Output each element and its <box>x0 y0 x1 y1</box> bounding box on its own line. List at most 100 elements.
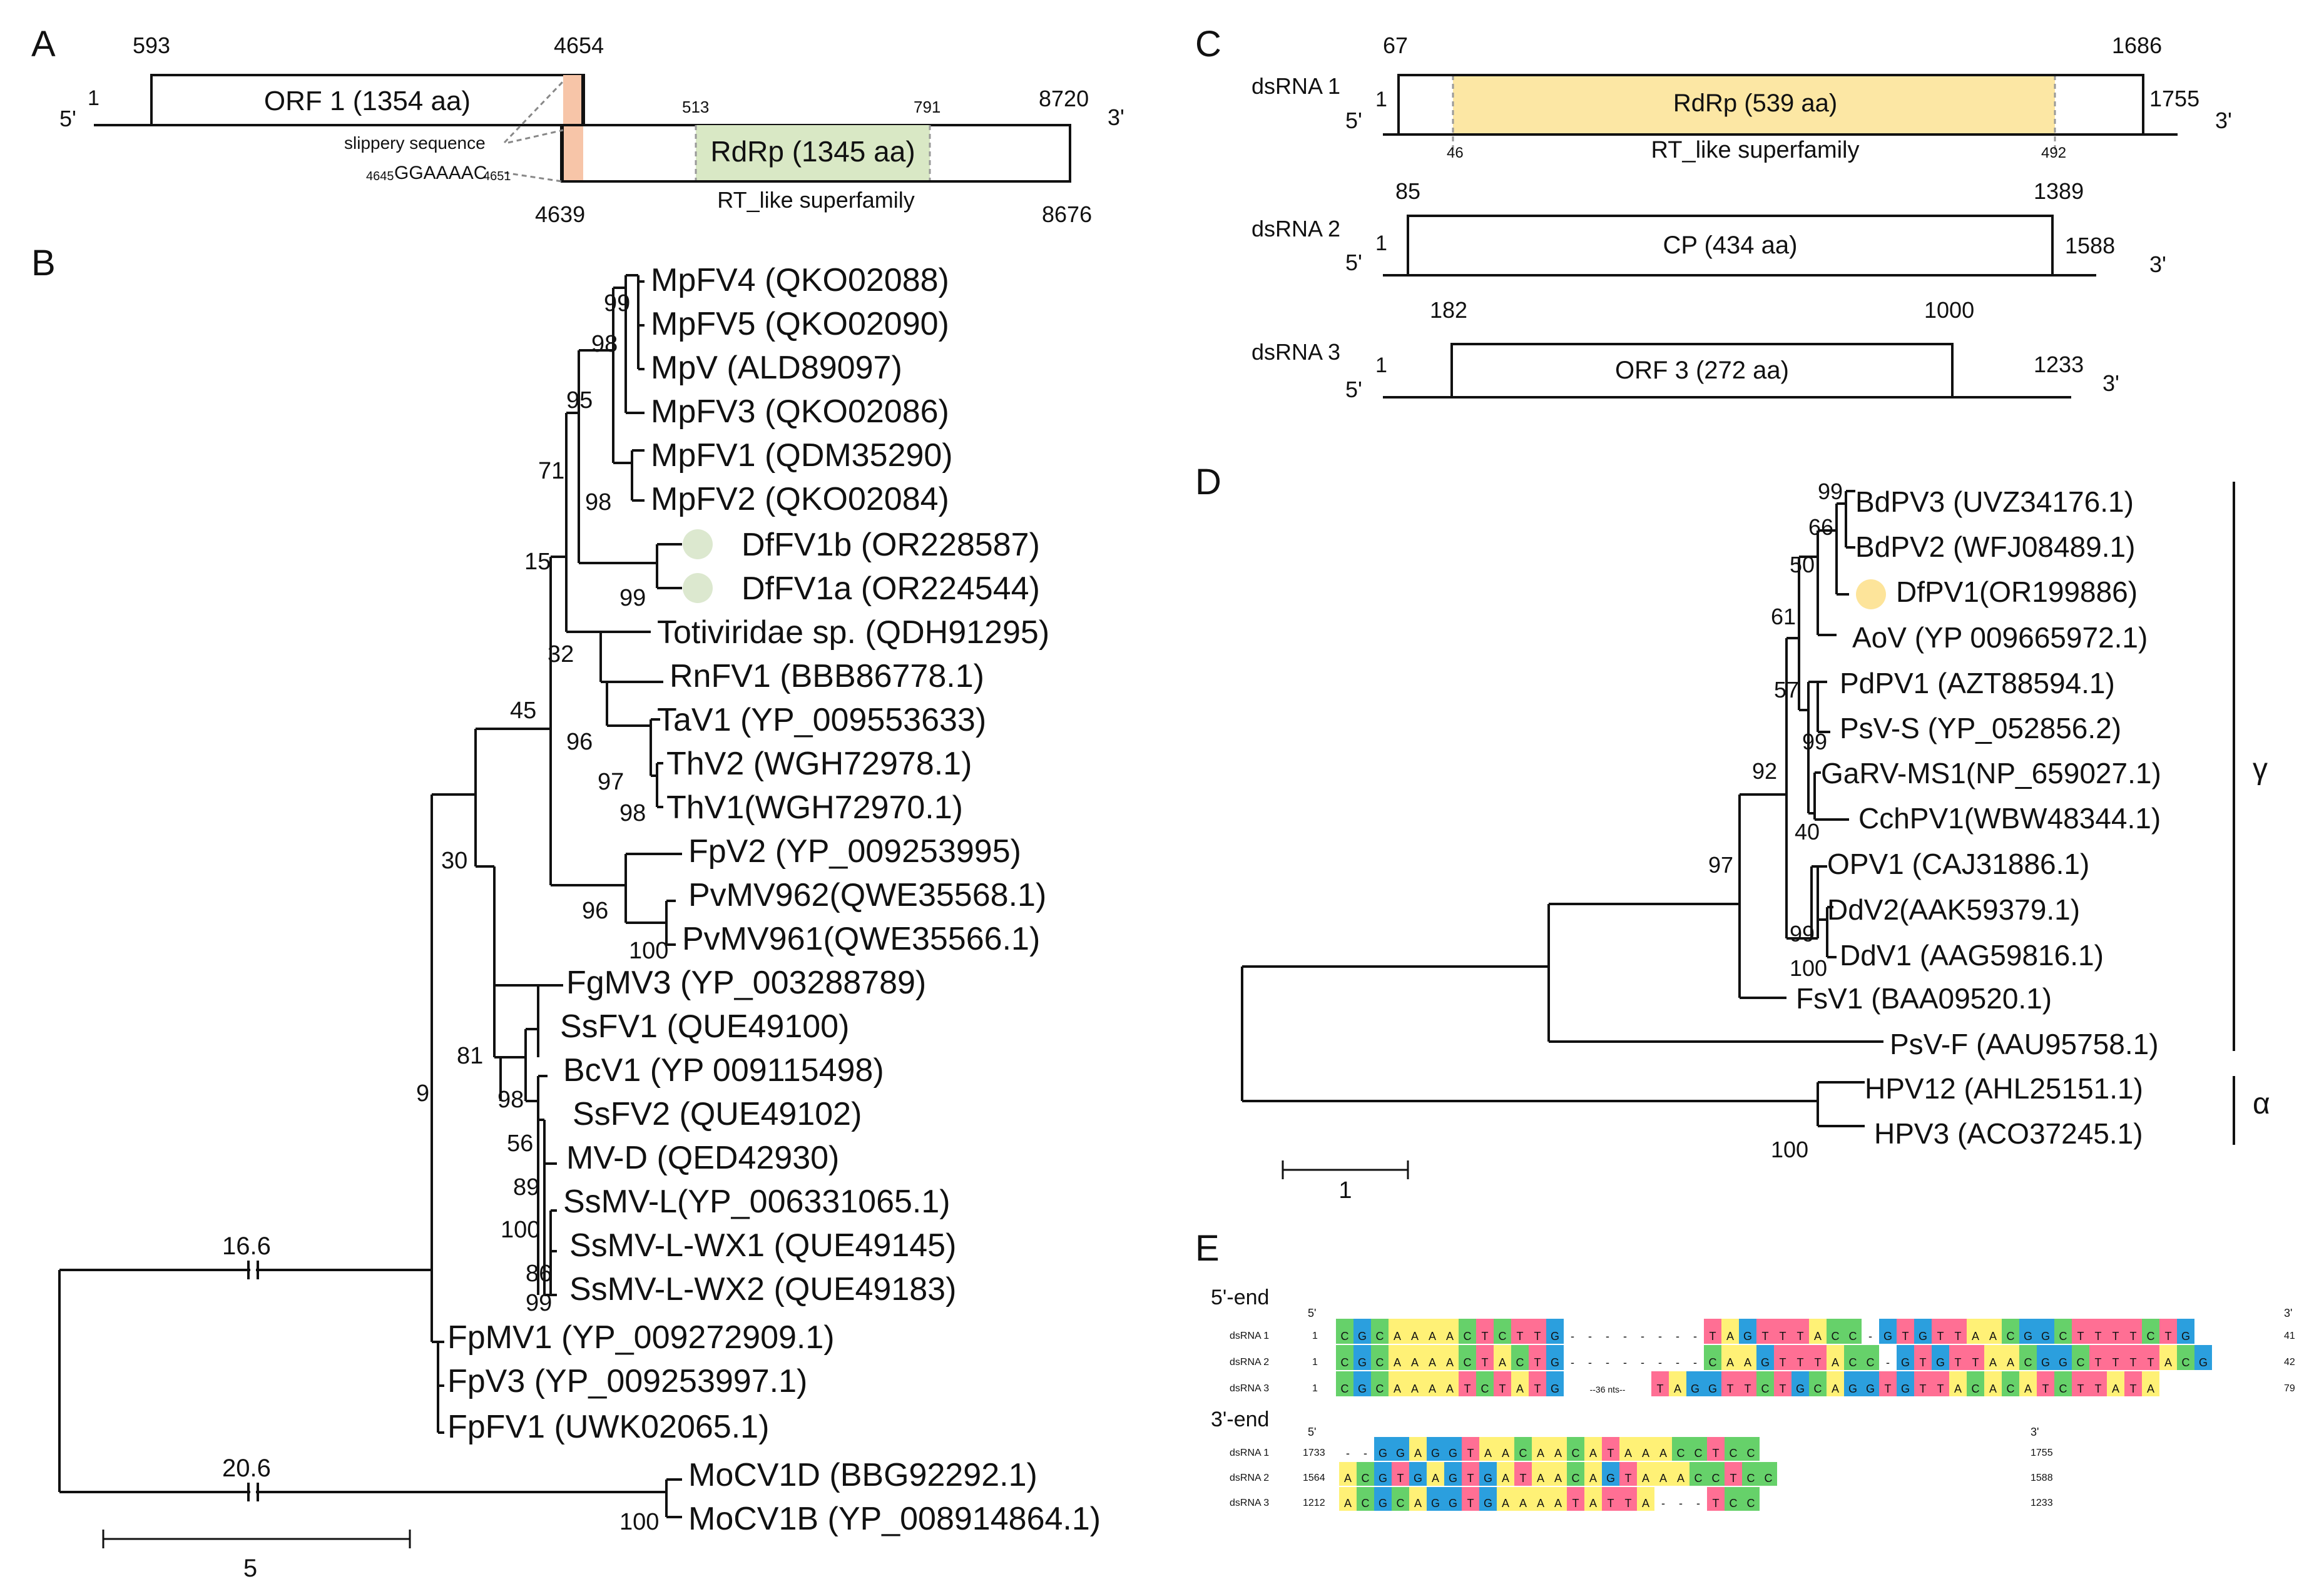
nucleotide-char: A <box>2112 1383 2119 1395</box>
b-taxon: DfFV1b (OR228587) <box>742 527 1040 563</box>
b-fp-group <box>432 1341 439 1433</box>
nucleotide-char: T <box>1797 1356 1804 1369</box>
nucleotide-cell <box>1619 1462 1637 1486</box>
nucleotide-cell <box>1654 1437 1672 1461</box>
panel-a: A 5' 1 593 4654 8720 3' 513 791 ORF 1 (1… <box>31 24 1124 227</box>
nucleotide-cell <box>1827 1345 1844 1370</box>
nucleotide-cell <box>1739 1319 1756 1344</box>
nucleotide-char: T <box>1815 1356 1822 1369</box>
nucleotide-char: A <box>1744 1356 1751 1369</box>
nucleotide-cell <box>1584 1487 1602 1511</box>
e-top-end: 41 <box>2284 1331 2295 1341</box>
nucleotide-char: T <box>1625 1472 1632 1485</box>
nucleotide-char: A <box>2164 1356 2172 1369</box>
nucleotide-cell <box>1897 1345 1914 1370</box>
nucleotide-char: G <box>1761 1356 1770 1369</box>
seg3-start: 1 <box>1375 353 1387 377</box>
b-scale-bar <box>102 1530 411 1548</box>
e-bot-end: 1588 <box>2031 1473 2053 1483</box>
nucleotide-char: A <box>1394 1330 1401 1343</box>
nucleotide-char: T <box>1955 1330 1962 1343</box>
nucleotide-char: A <box>1726 1356 1734 1369</box>
nucleotide-char: G <box>1919 1330 1927 1343</box>
nucleotide-char: G <box>2041 1356 2050 1369</box>
nucleotide-char: T <box>2130 1383 2137 1395</box>
nucleotide-cell <box>1479 1462 1497 1486</box>
nucleotide-cell <box>1532 1462 1549 1486</box>
nucleotide-char: T <box>2095 1383 2102 1395</box>
nucleotide-char: A <box>1554 1472 1562 1485</box>
nucleotide-cell <box>1742 1487 1760 1511</box>
e-bot-start: 1564 <box>1303 1473 1325 1483</box>
d-node-dd <box>1817 865 1837 958</box>
nucleotide-char: T <box>1780 1330 1786 1343</box>
seg2-box <box>1407 215 2054 277</box>
b-support-value: 81 <box>457 1043 483 1069</box>
nucleotide-cell <box>1549 1462 1567 1486</box>
panel-b: B <box>31 243 1101 1582</box>
nucleotide-cell <box>1686 1371 1704 1396</box>
nucleotide-char: A <box>1726 1330 1734 1343</box>
b-taxon: MV-D (QED42930) <box>566 1140 839 1176</box>
e-bot-5p: 5' <box>1308 1426 1316 1438</box>
nucleotide-char: T <box>1902 1330 1909 1343</box>
slip-seq: GGAAAAC <box>394 163 487 183</box>
nucleotide-char: A <box>1516 1383 1524 1395</box>
nucleotide-char: A <box>1677 1472 1684 1485</box>
e-bot-rowname: dsRNA 1 <box>1230 1448 1269 1458</box>
nucleotide-char: T <box>1482 1330 1489 1343</box>
d-taxon: GaRV-MS1(NP_659027.1) <box>1821 757 2161 789</box>
nucleotide-cell <box>1602 1487 1619 1511</box>
b-support-value: 95 <box>566 387 593 414</box>
nucleotide-cell <box>2037 1319 2054 1344</box>
nucleotide-cell <box>1791 1345 1809 1370</box>
nucleotide-char: A <box>1814 1330 1822 1343</box>
nucleotide-cell <box>2072 1371 2089 1396</box>
b-support-value: 98 <box>585 489 611 515</box>
b-taxon: FpV3 (YP_009253997.1) <box>447 1363 807 1399</box>
d-taxon: HPV12 (AHL25151.1) <box>1865 1072 2143 1105</box>
nucleotide-cell <box>1514 1437 1532 1461</box>
nucleotide-cell <box>2072 1345 2089 1370</box>
b-taxon: FpV2 (YP_009253995) <box>688 833 1021 870</box>
nucleotide-cell <box>2159 1319 2177 1344</box>
nucleotide-char: - <box>1571 1330 1574 1343</box>
b-support-value: 30 <box>441 848 467 874</box>
b-support-value: 99 <box>619 585 646 611</box>
nucleotide-char: G <box>1358 1330 1367 1343</box>
nucleotide-cell <box>1862 1345 1879 1370</box>
nucleotide-cell <box>1809 1371 1827 1396</box>
seg2-orf-end: 1389 <box>2034 178 2084 204</box>
nucleotide-char: A <box>1429 1383 1436 1395</box>
b-taxon: FpFV1 (UWK02065.1) <box>447 1409 769 1445</box>
nucleotide-char: G <box>1449 1472 1457 1485</box>
b-support-value: 89 <box>513 1174 539 1201</box>
b-support-value: 45 <box>510 698 536 724</box>
nucleotide-char: T <box>1710 1330 1716 1343</box>
nucleotide-cell <box>2089 1371 2107 1396</box>
e-bot-end: 1233 <box>2031 1498 2053 1508</box>
nucleotide-char: G <box>1866 1383 1875 1395</box>
nucleotide-char: A <box>1537 1472 1544 1485</box>
nucleotide-cell <box>1546 1371 1564 1396</box>
nucleotide-char: A <box>1429 1356 1436 1369</box>
nucleotide-char: T <box>1885 1383 1892 1395</box>
seg2-start: 1 <box>1375 231 1387 255</box>
nucleotide-char: C <box>1712 1472 1720 1485</box>
nucleotide-cell <box>1511 1319 1529 1344</box>
dffv1a-marker <box>683 573 713 603</box>
nucleotide-char: - <box>1868 1330 1872 1343</box>
nucleotide-char: A <box>1499 1356 1506 1369</box>
b-break-1 <box>247 1261 259 1279</box>
seg2-end: 1588 <box>2065 233 2115 258</box>
b-break-gap-1 <box>250 1262 256 1277</box>
e-top-rows: dsRNA 1 dsRNA 2 dsRNA 3 1 1 1 41 42 79 <box>1230 1331 2295 1394</box>
d-taxon: PsV-F (AAU95758.1) <box>1890 1028 2159 1060</box>
nucleotide-cell <box>1392 1462 1409 1486</box>
d-node-97 <box>1738 793 1786 999</box>
nucleotide-char: C <box>2077 1356 2085 1369</box>
nucleotide-char: G <box>1691 1383 1700 1395</box>
b-taxon: MpFV5 (QKO02090) <box>651 306 949 342</box>
nucleotide-char: - <box>1641 1356 1644 1369</box>
nucleotide-char: G <box>1379 1497 1387 1510</box>
